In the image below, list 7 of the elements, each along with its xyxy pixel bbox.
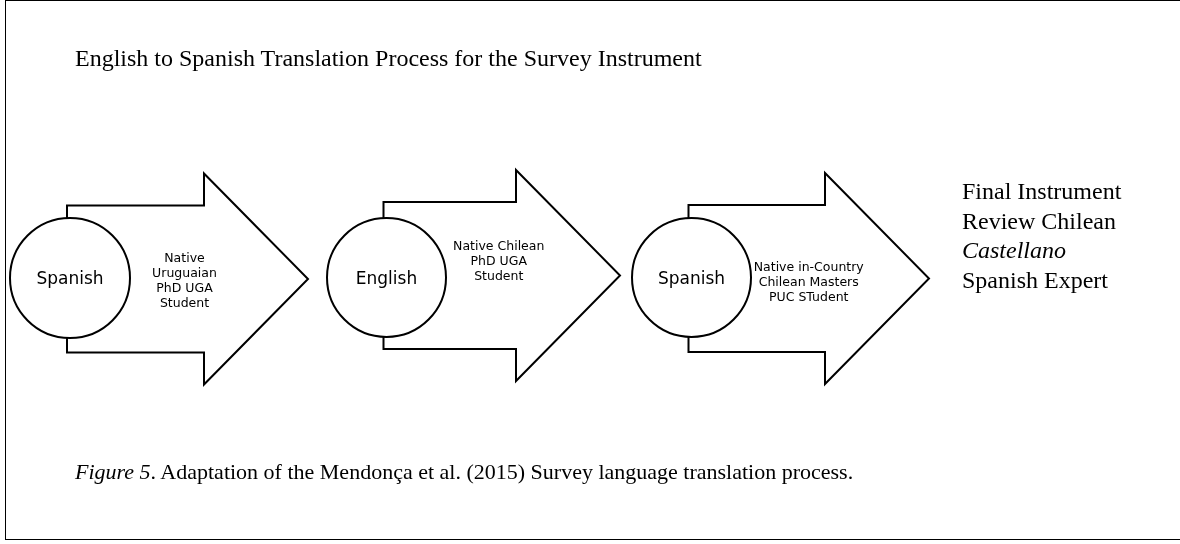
- language-label: Spanish: [36, 268, 104, 288]
- language-label: Spanish: [657, 267, 726, 288]
- edge-label: Native in-Country Chilean Masters PUC STudent: [752, 258, 865, 303]
- figure-caption: Figure 5. Adaptation of the Mendonça et al. (2015) Survey language translation process.: [75, 459, 854, 485]
- language-label: English: [355, 267, 418, 288]
- diagram-title: English to Spanish Translation Process for the Survey Instrument: [75, 45, 702, 72]
- final-step-text: Final Instrument Review Chilean Castellano Spanish Expert: [962, 177, 1137, 295]
